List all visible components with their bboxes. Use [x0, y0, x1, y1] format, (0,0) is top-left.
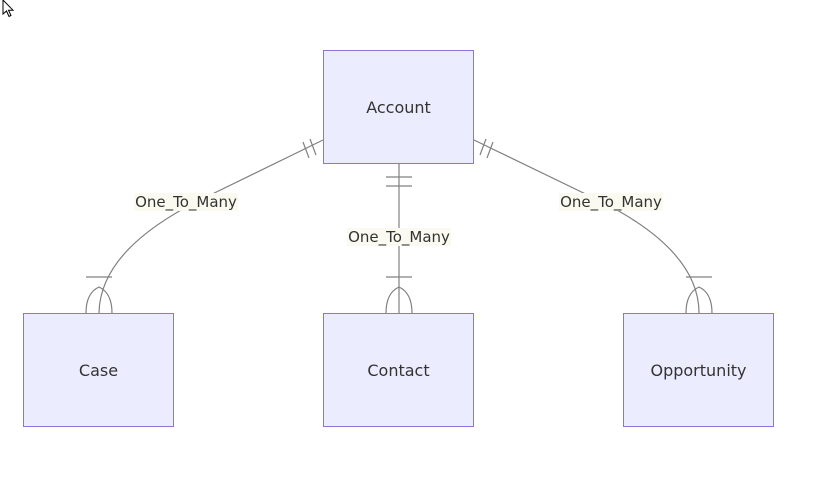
mouse-pointer-icon	[2, 0, 15, 18]
entity-contact-label: Contact	[367, 360, 430, 380]
crow-many-foot-opportunity	[685, 286, 713, 314]
entity-opportunity[interactable]: Opportunity	[623, 313, 774, 427]
relationship-label-account-opportunity: One_To_Many	[559, 193, 663, 211]
crow-one-account-opportunity-2	[486, 141, 494, 159]
edge-account-case	[85, 138, 324, 314]
edge-line-account-opportunity	[473, 139, 700, 314]
relationship-label-account-case: One_To_Many	[134, 193, 238, 211]
entity-account[interactable]: Account	[323, 50, 474, 164]
entity-case-label: Case	[78, 360, 119, 380]
entity-contact[interactable]: Contact	[323, 313, 474, 427]
crow-one-account-case-1	[302, 141, 310, 159]
entity-account-label: Account	[366, 97, 431, 117]
crow-one-account-opportunity-1	[479, 138, 487, 156]
relationship-label-account-contact: One_To_Many	[347, 228, 451, 246]
crow-many-foot-case	[85, 286, 113, 314]
entity-case[interactable]: Case	[23, 313, 174, 427]
crow-one-account-case-2	[309, 138, 317, 156]
edge-account-opportunity	[473, 138, 713, 314]
entity-opportunity-label: Opportunity	[650, 360, 747, 380]
edge-line-account-case	[98, 139, 324, 314]
crow-many-foot-contact	[385, 286, 413, 314]
